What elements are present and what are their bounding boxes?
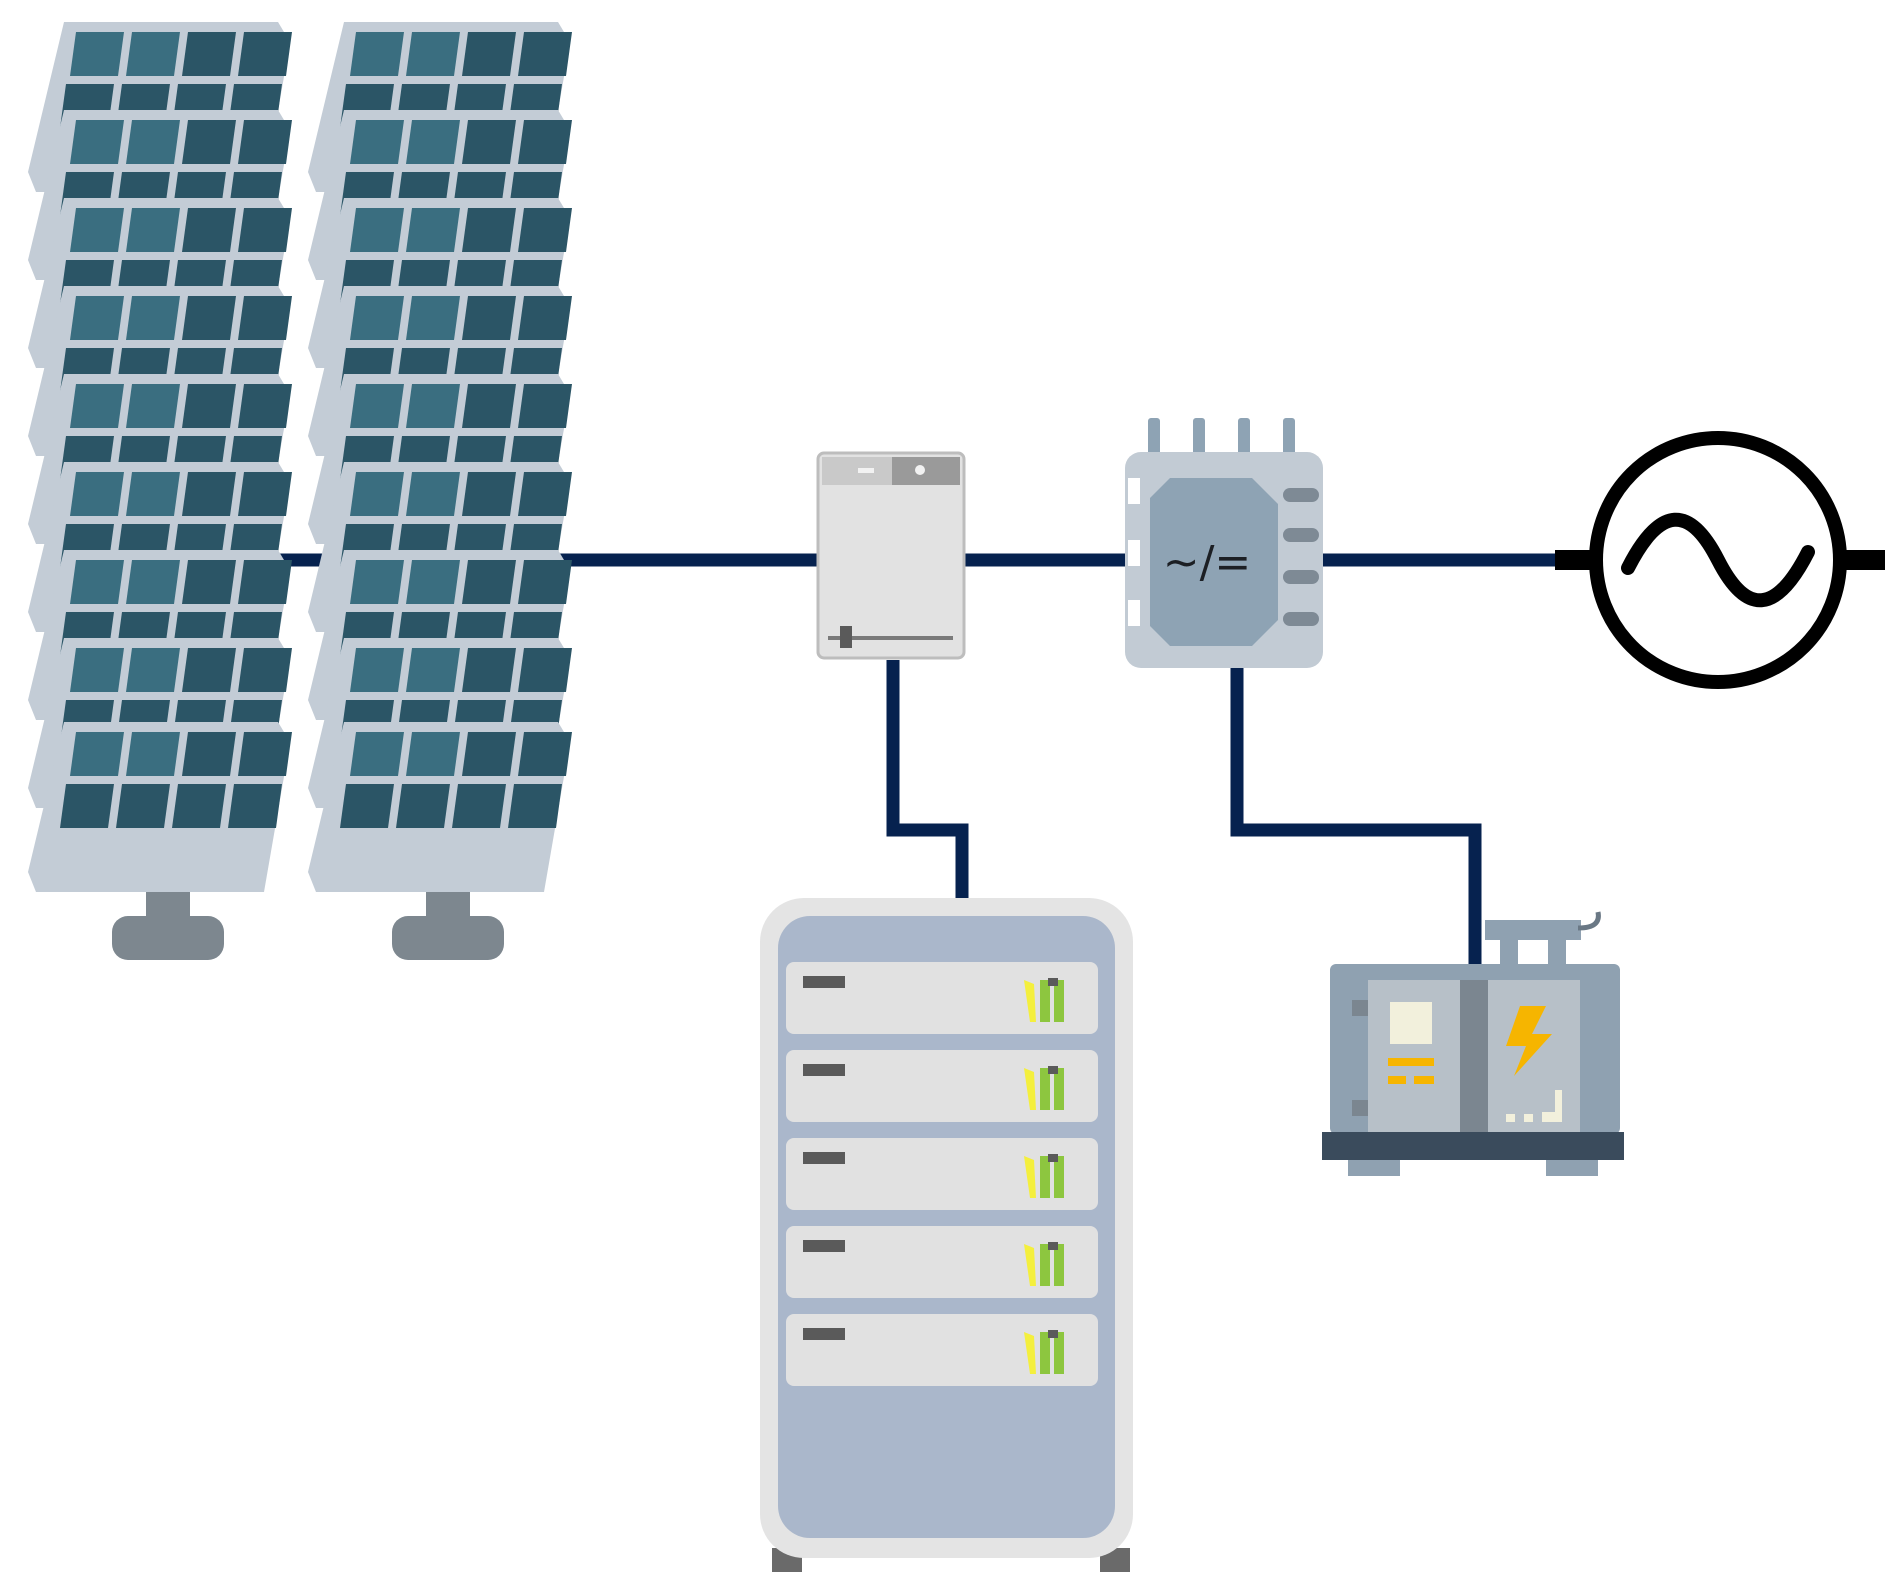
panel-stand-base bbox=[392, 916, 504, 960]
ac-grid-icon bbox=[1555, 431, 1885, 689]
battery-module-4 bbox=[786, 1226, 1098, 1298]
battery-module-1 bbox=[786, 962, 1098, 1034]
panel-stand-base bbox=[112, 916, 224, 960]
solar-panel-column-1 bbox=[28, 22, 292, 960]
inverter-symbol-label: ~/= bbox=[1163, 537, 1252, 588]
solar-panel-column-2 bbox=[308, 22, 572, 960]
solar-panel-array bbox=[28, 22, 572, 960]
inverter-icon: ~/= bbox=[1125, 418, 1323, 668]
battery-rack-icon bbox=[760, 898, 1133, 1572]
generator-icon bbox=[1322, 911, 1624, 1176]
wire-controller-to-battery bbox=[886, 660, 969, 900]
battery-module-3 bbox=[786, 1138, 1098, 1210]
battery-module-5 bbox=[786, 1314, 1098, 1386]
solar-panel bbox=[28, 722, 292, 892]
wire-inverter-to-generator bbox=[1230, 665, 1482, 968]
battery-module-2 bbox=[786, 1050, 1098, 1122]
solar-panel bbox=[308, 722, 572, 892]
charge-controller-icon bbox=[816, 451, 966, 660]
